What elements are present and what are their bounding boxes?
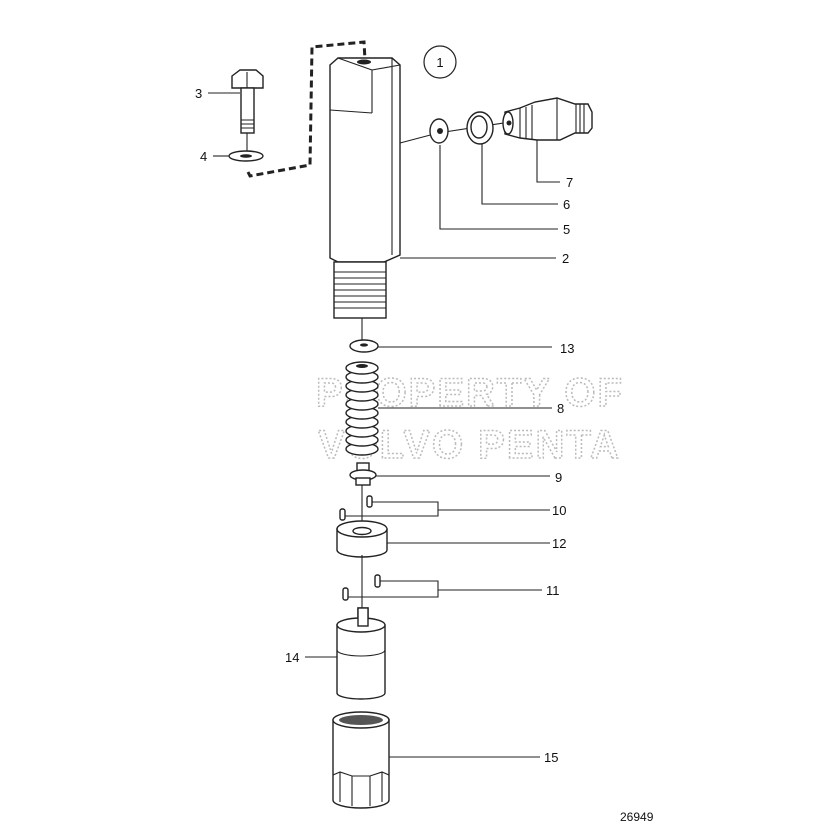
part-labels: 2 3 4 5 6 7 8 9 10 11 12 13 14 15 26949 [195,86,654,824]
label-10: 10 [552,503,566,518]
label-14: 14 [285,650,299,665]
part-12-intermediate-disc[interactable] [336,520,388,612]
label-2: 2 [562,251,569,266]
label-11: 11 [546,583,560,598]
label-7: 7 [566,175,573,190]
part-7-connection-nipple[interactable] [502,97,593,141]
label-12: 12 [552,536,566,551]
part-13-shim[interactable] [349,339,379,353]
part-5-sealing-washer[interactable] [429,118,449,144]
part-3-bolt[interactable] [231,69,264,152]
label-3: 3 [195,86,202,101]
label-4: 4 [200,149,207,164]
part-6-seal-ring[interactable] [466,111,494,145]
label-15: 15 [544,750,558,765]
svg-text:1: 1 [436,55,443,70]
part-9-spring-seat[interactable] [349,462,377,525]
leader-lines [208,92,560,758]
label-13: 13 [560,341,574,356]
part-8-spring[interactable] [345,361,379,456]
label-6: 6 [563,197,570,212]
drawing-number: 26949 [620,810,654,824]
label-9: 9 [555,470,562,485]
part-2-injector-holder-body[interactable] [329,57,401,340]
part-4-washer[interactable] [228,150,264,162]
label-5: 5 [563,222,570,237]
part-14-nozzle[interactable] [336,607,386,700]
bolt-location-dashed-line [246,40,367,178]
assembly-callout: 1 [423,45,457,79]
label-8: 8 [557,401,564,416]
part-15-nozzle-nut[interactable] [332,711,390,809]
